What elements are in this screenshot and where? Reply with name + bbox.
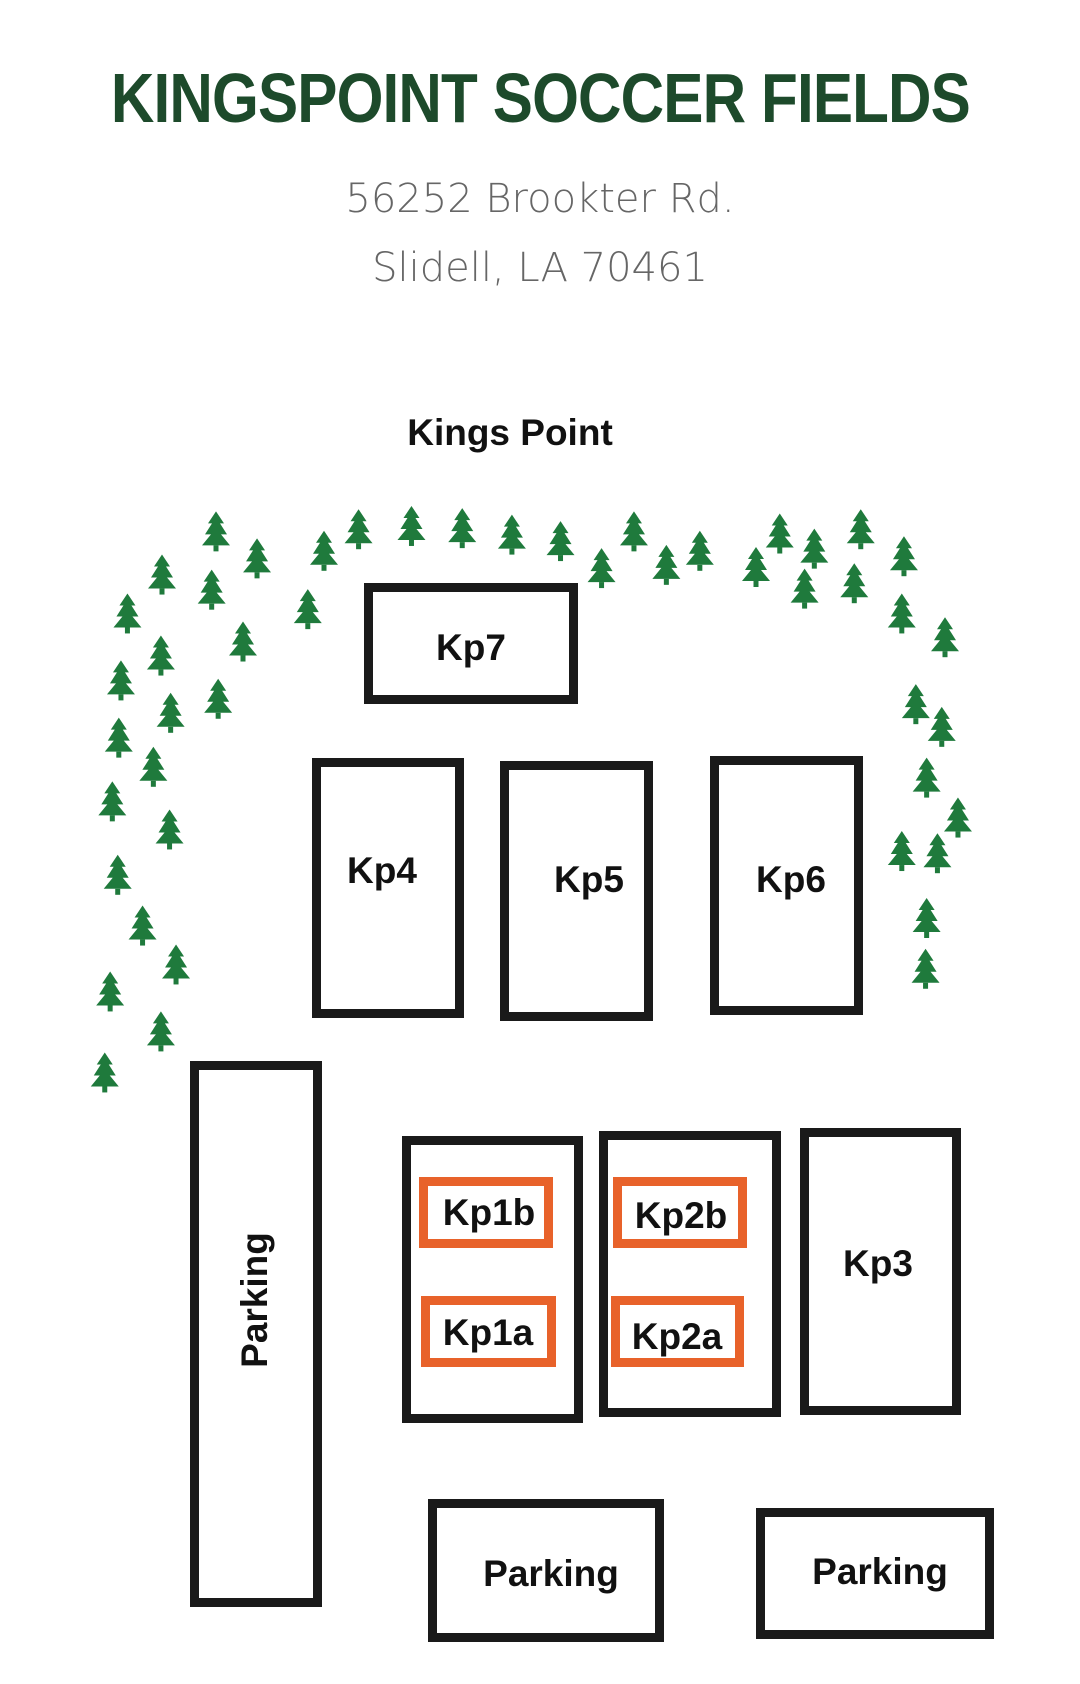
tree-icon xyxy=(162,944,191,985)
tree-icon xyxy=(546,521,575,562)
tree-icon xyxy=(587,548,616,589)
tree-icon xyxy=(448,508,477,549)
label-kp7: Kp7 xyxy=(436,627,506,668)
tree-icon xyxy=(229,621,257,662)
field-kp1b xyxy=(419,1177,553,1248)
tree-icon xyxy=(912,898,941,938)
label-kp6: Kp6 xyxy=(756,859,826,900)
tree-icon xyxy=(742,547,770,587)
tree-icon xyxy=(912,757,941,798)
field-kp4 xyxy=(312,758,464,1018)
label-kp3: Kp3 xyxy=(843,1243,913,1284)
label-kp4: Kp4 xyxy=(347,850,417,891)
tree-icon xyxy=(204,678,233,719)
parking-lot-southeast xyxy=(756,1508,994,1639)
tree-icon xyxy=(901,684,930,725)
address-street: 56252 Brookter Rd. xyxy=(345,176,735,222)
tree-icon xyxy=(619,511,648,552)
tree-icon xyxy=(243,538,272,579)
tree-icon xyxy=(146,635,175,676)
tree-icon xyxy=(146,1011,175,1052)
tree-icon xyxy=(846,509,875,550)
tree-icon xyxy=(790,568,819,609)
tree-icon xyxy=(90,1052,119,1093)
field-kp2a xyxy=(611,1296,744,1367)
tree-icon xyxy=(98,781,127,822)
tree-icon xyxy=(197,569,226,610)
tree-icon xyxy=(96,971,125,1012)
tree-icon xyxy=(344,509,373,550)
tree-icon xyxy=(800,528,829,569)
field-kp7 xyxy=(364,583,578,704)
tree-icon xyxy=(931,617,959,658)
tree-icon xyxy=(397,505,426,546)
label-parking-southeast: Parking xyxy=(812,1551,948,1592)
label-kp2b: Kp2b xyxy=(634,1195,728,1236)
parking-lot-south xyxy=(428,1499,664,1642)
tree-icon xyxy=(652,544,681,585)
label-kp5: Kp5 xyxy=(554,859,624,900)
field-kp3 xyxy=(800,1128,961,1415)
tree-icon xyxy=(887,593,916,634)
field-kp2b xyxy=(613,1177,747,1248)
page-title: KINGSPOINT SOCCER FIELDS xyxy=(110,59,970,137)
tree-icon xyxy=(155,809,184,850)
tree-icon xyxy=(497,514,526,555)
tree-icon xyxy=(202,511,230,552)
tree-icon xyxy=(293,589,322,630)
tree-icon xyxy=(765,513,794,554)
field-kp1a xyxy=(421,1296,556,1367)
label-kp1b: Kp1b xyxy=(442,1192,536,1233)
tree-icon xyxy=(103,854,132,895)
tree-icon xyxy=(927,706,956,747)
tree-icon xyxy=(911,948,940,989)
address-city: Slidell, LA 70461 xyxy=(372,245,708,291)
tree-icon xyxy=(148,554,176,595)
tree-icon xyxy=(156,692,185,733)
tree-icon xyxy=(106,660,135,701)
tree-icon xyxy=(139,746,168,787)
parking-lot-west xyxy=(190,1061,322,1607)
tree-icon xyxy=(889,536,918,577)
tree-icon xyxy=(104,717,133,758)
map-heading: Kings Point xyxy=(407,412,613,453)
label-kp1a: Kp1a xyxy=(442,1312,534,1353)
field-kp6 xyxy=(710,756,863,1015)
tree-icon xyxy=(840,563,869,604)
tree-icon xyxy=(887,831,916,872)
field-kp2 xyxy=(599,1131,781,1417)
tree-icon xyxy=(685,530,714,571)
tree-icon xyxy=(113,593,142,634)
tree-icon xyxy=(943,797,972,838)
label-parking-south: Parking xyxy=(483,1553,619,1594)
tree-icon xyxy=(310,530,338,571)
field-kp5 xyxy=(500,761,653,1021)
tree-icon xyxy=(128,905,157,946)
tree-icon xyxy=(923,833,952,874)
label-kp2a: Kp2a xyxy=(631,1316,723,1357)
label-parking-west: Parking xyxy=(234,1232,275,1368)
